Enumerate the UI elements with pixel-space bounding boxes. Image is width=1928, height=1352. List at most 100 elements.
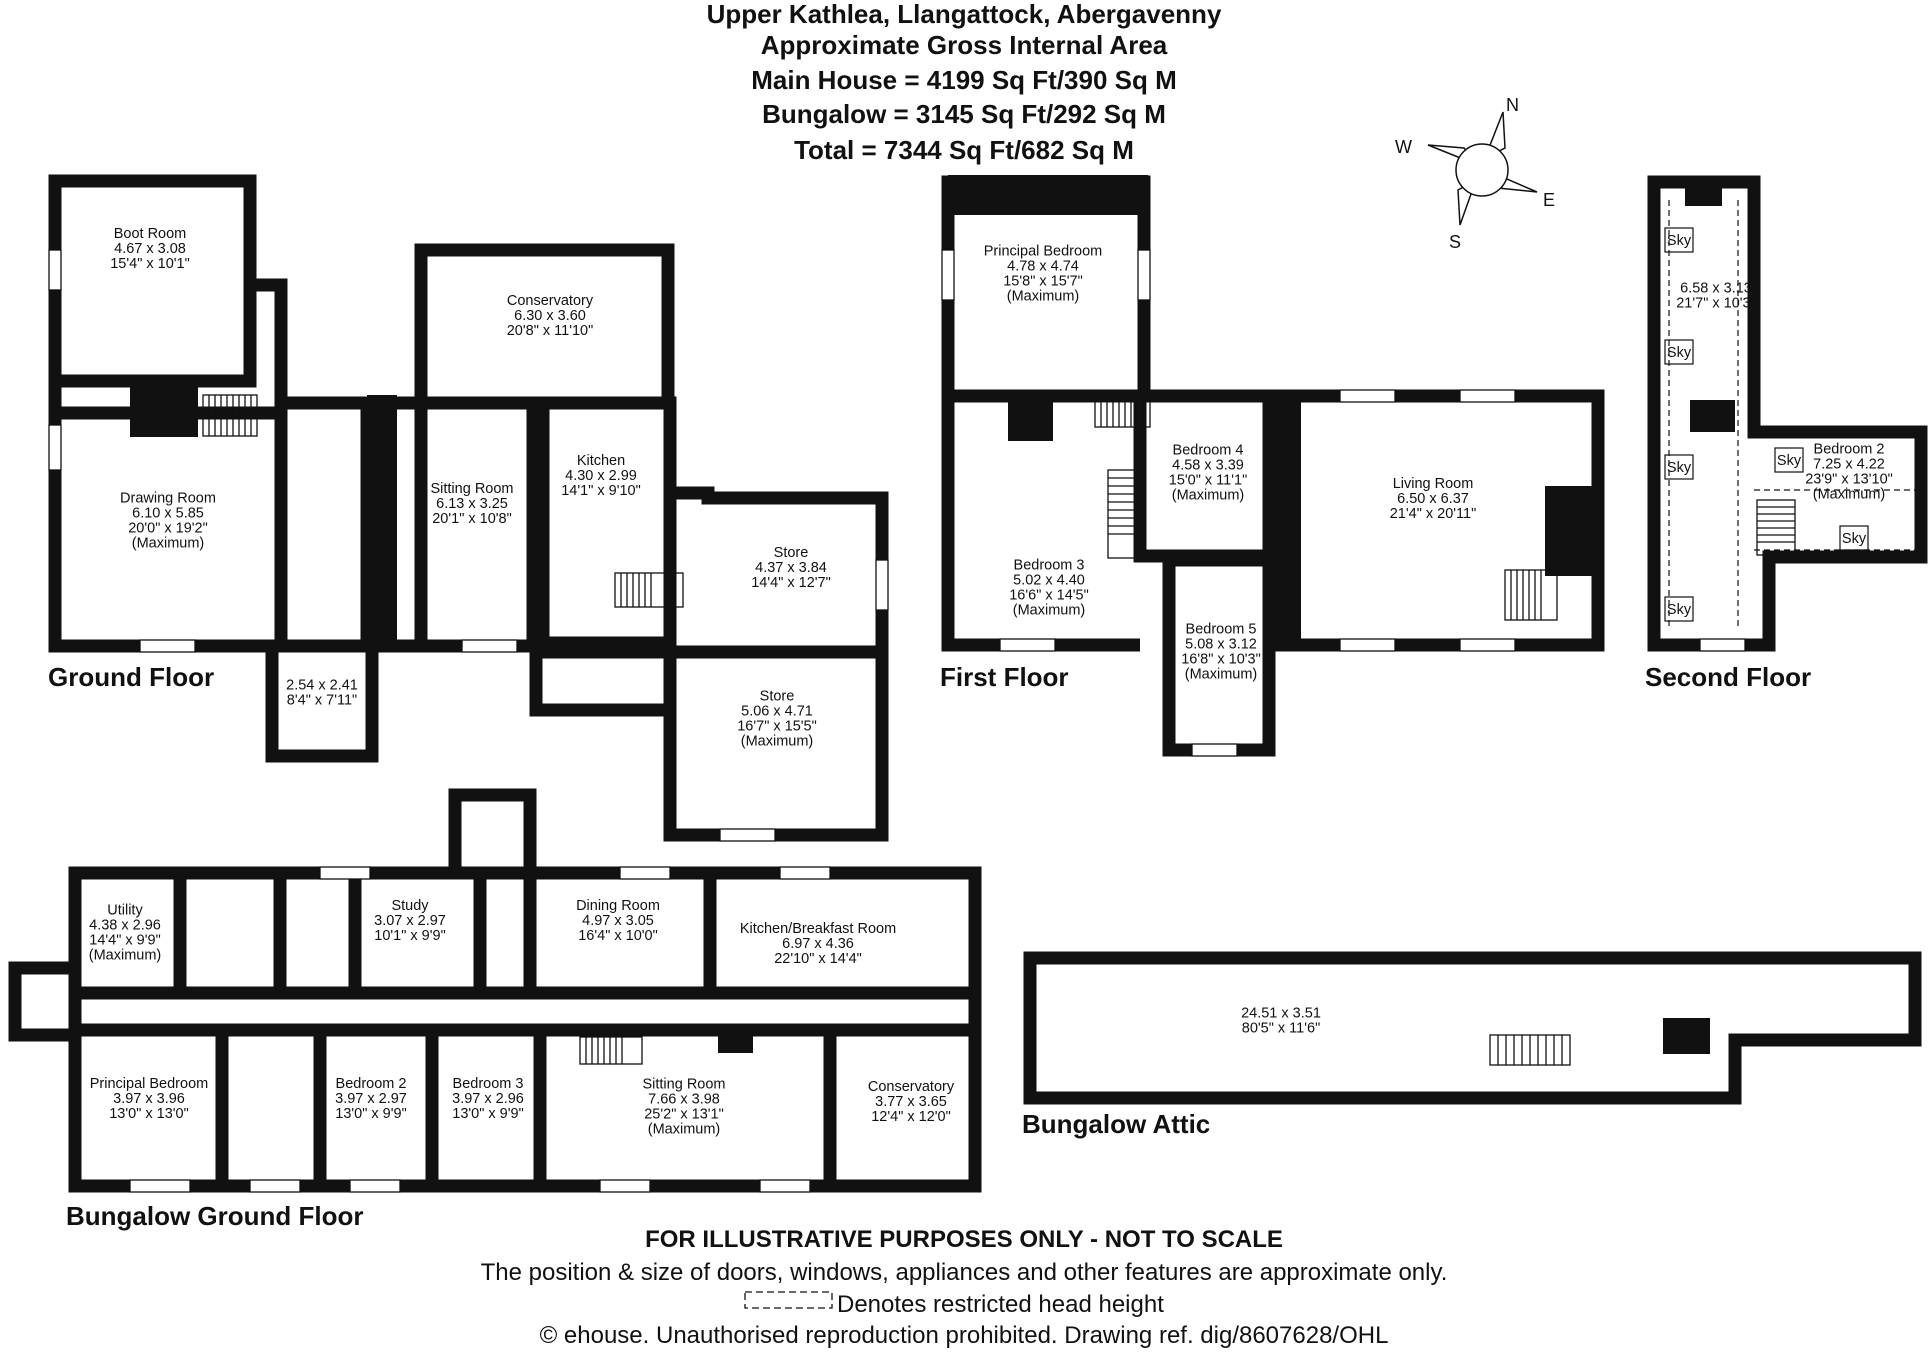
bungalow-rear-walls — [215, 1030, 837, 1186]
chimney-living-room — [1269, 396, 1301, 645]
restricted-head-height-lines — [1668, 200, 1915, 630]
bungalow-attic-wall — [1023, 951, 1922, 1105]
bungalow-attic-label: Bungalow Attic — [1022, 1109, 1211, 1139]
skylight-label: Sky — [1777, 453, 1802, 469]
bungalow-principal-bedroom-label-line: Principal Bedroom — [90, 1076, 208, 1092]
principal-bedroom-label-line: Principal Bedroom — [984, 244, 1102, 260]
conservatory-label-line: 20'8" x 11'10" — [507, 323, 594, 339]
conservatory-label-line: 6.30 x 3.60 — [514, 308, 586, 324]
ground-stairs-kitchen — [614, 572, 684, 608]
bungalow-bedroom-2-label-line: Bedroom 2 — [336, 1076, 407, 1092]
kitchen-breakfast-room-label-line: 6.97 x 4.36 — [782, 936, 854, 952]
bedroom-5-label-line: 16'8" x 10'3" — [1181, 652, 1261, 668]
bedroom-4-label-line: 4.58 x 3.39 — [1172, 458, 1244, 474]
compass-w-label: W — [1395, 137, 1412, 157]
compass-s-label: S — [1449, 232, 1461, 252]
store-1-label-line: 14'4" x 12'7" — [751, 575, 831, 591]
bedroom-2-label-line: Bedroom 2 — [1814, 442, 1885, 458]
living-room-label-line: 6.50 x 6.37 — [1397, 491, 1469, 507]
boot-room-label-line: 15'4" x 10'1" — [110, 256, 190, 272]
area-title: Approximate Gross Internal Area — [760, 30, 1168, 60]
bedroom-5-label-line: Bedroom 5 — [1186, 622, 1257, 638]
bungalow-conservatory-label-line: Conservatory — [868, 1079, 955, 1095]
principal-bedroom-label-line: 15'8" x 15'7" — [1003, 274, 1083, 290]
bedroom-3-wall — [941, 389, 1163, 652]
living-room-label-line: Living Room — [1393, 476, 1474, 492]
bedroom-2-label-line: (Maximum) — [1813, 487, 1886, 503]
bedroom-3-label-line: 5.02 x 4.40 — [1013, 573, 1085, 589]
store-1-label-line: 4.37 x 3.84 — [755, 560, 827, 576]
principal-bedroom-label-line: 4.78 x 4.74 — [1007, 259, 1079, 275]
bungalow-principal-bedroom-label-line: 13'0" x 13'0" — [109, 1106, 189, 1122]
skylight-label: Sky — [1667, 460, 1692, 476]
living-room-label-line: 21'4" x 20'11" — [1390, 506, 1477, 522]
store-2-label-line: Store — [760, 689, 795, 705]
bedroom-3-label-line: Bedroom 3 — [1014, 558, 1085, 574]
bungalow-bedroom-3-label-line: 13'0" x 9'9" — [452, 1106, 523, 1122]
bungalow-bedroom-2-label-line: 3.97 x 2.97 — [335, 1091, 407, 1107]
skylight-label: Sky — [1667, 233, 1692, 249]
skylights: Sky Sky Sky Sky Sky Sky — [1664, 227, 1869, 622]
second-floor-outline — [1647, 175, 1928, 652]
bedroom-4-label-line: 15'0" x 11'1" — [1169, 473, 1247, 489]
drawing-room-label-line: 20'0" x 19'2" — [128, 521, 208, 537]
bungalow-principal-bedroom-label-line: 3.97 x 3.96 — [113, 1091, 185, 1107]
bedroom-2-label-line: 7.25 x 4.22 — [1813, 457, 1885, 473]
stairs — [202, 394, 1796, 1066]
skylight-5 — [1774, 447, 1804, 473]
bungalow-sitting-room-label-line: Sitting Room — [642, 1077, 725, 1093]
bedroom-2-label-line: 23'9" x 13'10" — [1805, 472, 1893, 488]
conservatory-label-line: Conservatory — [507, 293, 594, 309]
dining-room-label-line: Dining Room — [576, 898, 660, 914]
bungalow-front-walls — [173, 873, 717, 993]
bedroom-4-label-line: Bedroom 4 — [1173, 443, 1244, 459]
second-floor-walls — [1647, 175, 1928, 652]
attic-stairs — [1489, 1034, 1571, 1066]
drawing-room-label-line: 6.10 x 5.85 — [132, 506, 204, 522]
kitchen-label-line: 14'1" x 9'10" — [561, 483, 641, 499]
skylight-1 — [1664, 227, 1694, 253]
dining-room-label-line: 16'4" x 10'0" — [578, 928, 658, 944]
compass-e-label: E — [1543, 190, 1555, 210]
utility-label-line: Utility — [107, 903, 143, 919]
second-stairs — [1756, 499, 1796, 556]
boot-room-label-line: Boot Room — [114, 226, 187, 242]
copyright: © ehouse. Unauthorised reproduction proh… — [539, 1322, 1389, 1349]
attic-label-line: 80'5" x 11'6" — [1242, 1021, 1320, 1037]
kitchen-breakfast-room-label-line: Kitchen/Breakfast Room — [740, 921, 896, 937]
second-floor-label: Second Floor — [1645, 662, 1812, 692]
kitchen-label-line: 4.30 x 2.99 — [565, 468, 637, 484]
drawing-room-label-line: Drawing Room — [120, 491, 216, 507]
solid-fills — [130, 175, 1735, 1054]
boot-room-wall — [48, 174, 257, 388]
first-stairs — [1094, 398, 1151, 559]
drawing-room-label-line: (Maximum) — [132, 536, 205, 552]
bungalow-side-porch-wall — [8, 961, 75, 1042]
compass-ring — [1455, 143, 1509, 197]
bungalow-area: Bungalow = 3145 Sq Ft/292 Sq M — [762, 99, 1166, 129]
sitting-room-label-line: 6.13 x 3.25 — [436, 496, 508, 512]
store-2-wall — [663, 652, 889, 842]
chimney-second-floor-mid — [1690, 400, 1735, 432]
first-floor-label: First Floor — [940, 662, 1069, 692]
bedroom-5-label-line: 5.08 x 3.12 — [1185, 637, 1257, 653]
windows — [48, 249, 1746, 1193]
utility-label-line: (Maximum) — [89, 948, 162, 964]
bungalow-corridor-wall — [75, 986, 975, 1037]
bungalow-bedroom-2-label-line: 13'0" x 9'9" — [335, 1106, 406, 1122]
